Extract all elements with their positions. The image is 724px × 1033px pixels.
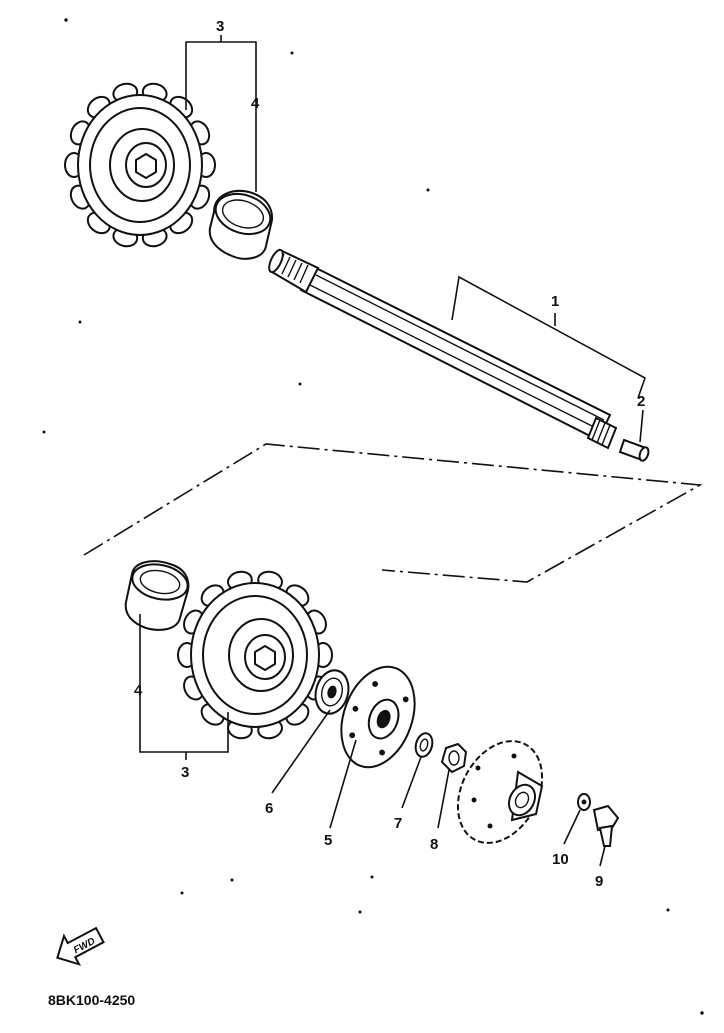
callout-10: 10 bbox=[552, 851, 569, 868]
callout-labels: 1 2 3 4 4 3 6 5 7 8 10 9 bbox=[134, 18, 645, 890]
flange-plate bbox=[340, 665, 416, 769]
callout-7: 7 bbox=[394, 815, 402, 832]
callout-9: 9 bbox=[595, 873, 603, 890]
hex-bore bbox=[254, 645, 276, 671]
bearing-ring-bottom bbox=[124, 560, 190, 631]
bearing-ring-top bbox=[208, 190, 274, 260]
drive-shaft bbox=[268, 248, 650, 462]
sprocket-bottom bbox=[177, 570, 333, 740]
callout-4-bottom: 4 bbox=[134, 682, 143, 699]
callout-1: 1 bbox=[551, 293, 559, 310]
bolt bbox=[592, 804, 620, 847]
callout-6: 6 bbox=[265, 800, 273, 817]
assembly-outline bbox=[83, 443, 703, 583]
forward-arrow-icon: FWD bbox=[56, 926, 105, 966]
lock-washer bbox=[577, 793, 591, 811]
washer bbox=[414, 732, 434, 758]
ball-bearing bbox=[314, 669, 350, 715]
callout-8: 8 bbox=[430, 836, 438, 853]
callout-3-top: 3 bbox=[216, 18, 224, 35]
diagram-code: 8BK100-4250 bbox=[48, 992, 135, 1008]
callout-3-bottom: 3 bbox=[181, 764, 189, 781]
hex-bore bbox=[135, 153, 157, 179]
scan-specks bbox=[42, 18, 704, 1015]
hex-nut bbox=[440, 742, 468, 774]
callout-2: 2 bbox=[637, 393, 645, 410]
sprocket-top bbox=[64, 82, 216, 248]
leader-lines bbox=[139, 35, 646, 867]
callout-4-top: 4 bbox=[251, 95, 260, 112]
callout-5: 5 bbox=[324, 832, 332, 849]
hub-flange bbox=[456, 740, 544, 844]
